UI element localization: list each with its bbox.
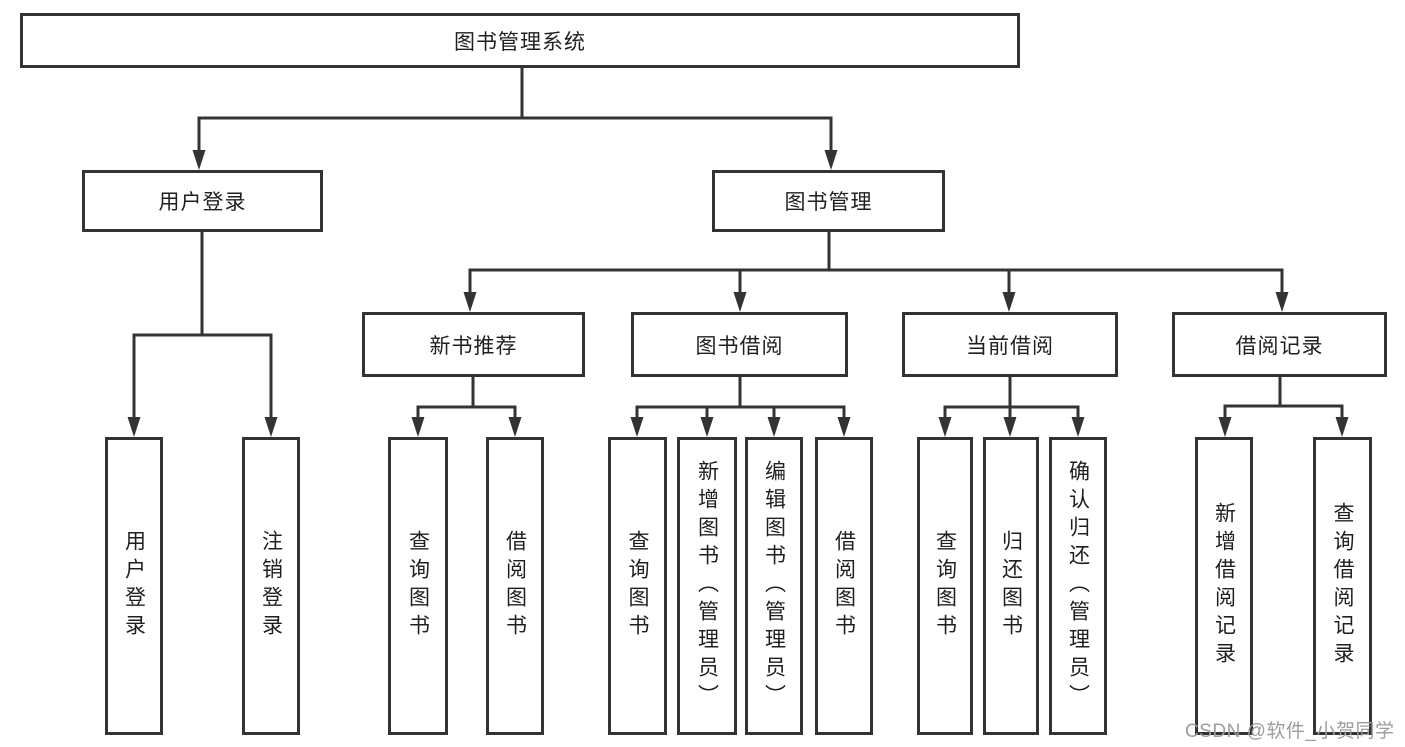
leaf-query-book-borrow: 查询图书: [608, 437, 667, 735]
node-label: 用户登录: [158, 191, 247, 214]
leaf-query-borrow-record: 查询借阅记录: [1313, 437, 1372, 735]
csdn-watermark: CSDN @软件_小贺同学: [1185, 721, 1395, 742]
leaf-user-login: 用户登录: [105, 437, 163, 735]
node-user-login: 用户登录: [82, 170, 323, 232]
connector-book-borrow: [635, 375, 846, 420]
connector-current-borrow: [943, 375, 1080, 420]
leaf-add-book-admin: 新增图书（管理员）: [677, 437, 737, 735]
leaf-query-book-current: 查询图书: [917, 437, 973, 735]
leaf-label: 归还图书: [999, 530, 1023, 642]
connector-user-login: [132, 230, 273, 420]
leaf-return-book: 归还图书: [983, 437, 1039, 735]
node-label: 借阅记录: [1235, 334, 1324, 358]
leaf-label: 借阅图书: [832, 530, 856, 642]
leaf-label: 确认归还（管理员）: [1066, 460, 1090, 712]
node-library-management-system: 图书管理系统: [20, 13, 1020, 68]
connector-new-book: [416, 375, 517, 420]
leaf-query-book-recommend: 查询图书: [388, 437, 448, 735]
connector-book-management: [468, 230, 1284, 295]
node-label: 当前借阅: [966, 334, 1054, 358]
node-borrow-records: 借阅记录: [1172, 312, 1387, 377]
node-label: 图书管理: [784, 191, 873, 214]
leaf-label: 借阅图书: [503, 530, 527, 642]
leaf-label: 注销登录: [259, 530, 283, 642]
node-label: 图书管理系统: [454, 30, 586, 54]
node-label: 图书借阅: [695, 334, 784, 358]
node-current-borrowing: 当前借阅: [902, 312, 1118, 377]
connector-root: [197, 66, 833, 153]
leaf-label: 用户登录: [122, 530, 146, 642]
leaf-label: 新增借阅记录: [1212, 502, 1236, 670]
leaf-label: 查询图书: [626, 530, 649, 642]
leaf-label: 编辑图书（管理员）: [762, 460, 786, 712]
connector-borrow-record: [1223, 375, 1344, 420]
leaf-label: 查询借阅记录: [1331, 502, 1354, 670]
node-book-borrowing: 图书借阅: [631, 312, 848, 377]
node-book-management: 图书管理: [712, 170, 945, 232]
leaf-borrow-book: 借阅图书: [815, 437, 873, 735]
leaf-borrow-book-recommend: 借阅图书: [486, 437, 544, 735]
node-label: 新书推荐: [429, 334, 518, 358]
leaf-add-borrow-record: 新增借阅记录: [1195, 437, 1253, 735]
leaf-label: 新增图书（管理员）: [695, 460, 719, 712]
leaf-edit-book-admin: 编辑图书（管理员）: [745, 437, 803, 735]
leaf-label: 查询图书: [933, 530, 957, 642]
leaf-label: 查询图书: [406, 530, 430, 642]
leaf-logout: 注销登录: [242, 437, 300, 735]
node-new-book-recommend: 新书推荐: [362, 312, 585, 377]
leaf-confirm-return-admin: 确认归还（管理员）: [1049, 437, 1107, 735]
